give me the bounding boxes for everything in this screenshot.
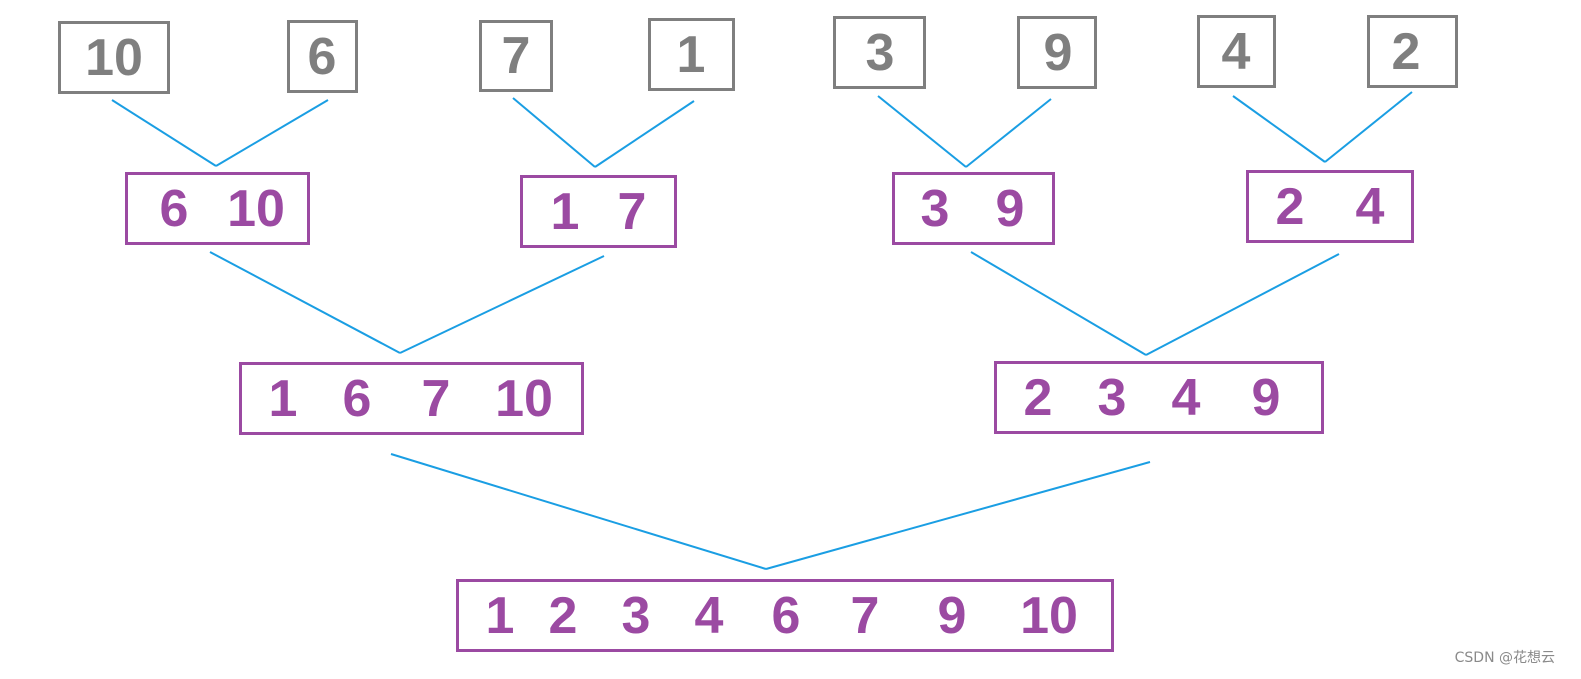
connector-line [970,251,1147,356]
number-value: 3 [1097,368,1127,427]
number-value: 4 [1171,368,1201,427]
number-value: 3 [621,586,651,645]
number-value: 1 [676,25,706,84]
number-value: 10 [1020,586,1078,645]
leaf-box: 1 [648,18,735,91]
number-value: 7 [617,182,647,241]
number-value: 9 [995,179,1025,238]
number-value: 3 [865,23,895,82]
number-value: 7 [421,369,451,428]
number-value: 10 [85,28,143,87]
leaf-box: 2 [1367,15,1458,88]
watermark: CSDN @花想云 [1454,650,1555,666]
connector-line [390,453,767,570]
leaf-box: 4 [1197,15,1276,88]
number-value: 1 [550,182,580,241]
number-value: 4 [1355,177,1385,236]
leaf-box: 3 [833,16,926,89]
number-value: 4 [1221,22,1251,81]
leaf-box: 9 [1017,16,1097,89]
connector-line [209,251,401,354]
number-value: 3 [920,179,950,238]
merged-box: 6 10 [125,172,310,245]
connector-line [594,100,695,168]
number-value: 7 [501,27,531,85]
connector-line [765,461,1151,570]
connector-line [399,255,605,354]
connector-line [965,98,1052,168]
leaf-box: 7 [479,20,553,92]
connector-line [215,99,329,167]
leaf-box: 10 [58,21,170,94]
connector-line [512,97,596,168]
number-value: 6 [342,369,372,428]
number-value: 6 [159,179,189,238]
leaf-box: 6 [287,20,358,93]
number-value: 2 [1275,177,1305,236]
connector-line [1232,95,1326,163]
number-value: 1 [485,586,515,645]
number-value: 2 [548,586,578,645]
number-value: 6 [307,27,337,86]
number-value: 10 [227,179,285,238]
number-value: 7 [850,586,880,645]
number-value: 2 [1391,22,1421,81]
connector-line [877,95,967,168]
number-value: 9 [1251,368,1281,427]
number-value: 10 [495,369,553,428]
connector-line [111,99,217,167]
number-value: 6 [771,586,801,645]
number-value: 9 [1043,23,1073,82]
connector-line [1145,253,1340,356]
number-value: 2 [1023,368,1053,427]
number-value: 4 [694,586,724,645]
number-value: 1 [268,369,298,428]
connector-line [1324,91,1413,163]
number-value: 9 [937,586,967,645]
